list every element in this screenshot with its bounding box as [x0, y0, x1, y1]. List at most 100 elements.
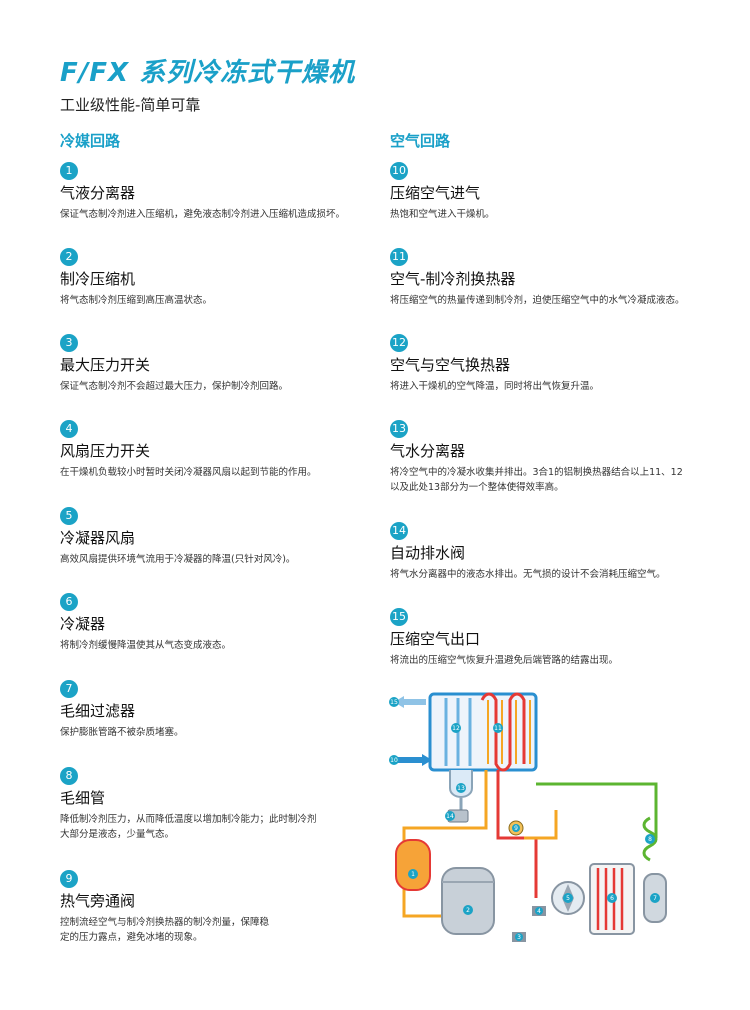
callout-badge — [493, 723, 503, 733]
number-badge: 8 — [60, 767, 78, 785]
item-description: 将进入干燥机的空气降温，同时将出气恢复升温。 — [390, 381, 600, 392]
list-item: 1 气液分离器 保证气态制冷剂进入压缩机，避免液态制冷剂进入压缩机造成损坏。 — [60, 162, 380, 222]
hot-gas-line — [496, 770, 538, 898]
capillary-tube-coil — [642, 816, 658, 862]
callout-12: 12 — [452, 725, 460, 732]
number-badge: 2 — [60, 248, 78, 266]
item-description: 在干燥机负载较小时暂时关闭冷凝器风扇以起到节能的作用。 — [60, 467, 317, 478]
item-title: 冷凝器 — [60, 615, 106, 633]
number-badge: 7 — [60, 680, 78, 698]
callout-badge — [445, 811, 455, 821]
item-title: 热气旁通阀 — [60, 892, 136, 910]
callout-badge — [535, 907, 543, 915]
callout-badge — [650, 893, 660, 903]
list-item: 6 冷凝器 将制冷剂缓慢降温使其从气态变成液态。 — [60, 593, 380, 653]
callout-badge — [389, 755, 399, 765]
list-item: 8 毛细管 降低制冷剂压力，从而降低温度以增加制冷能力；此时制冷剂大部分是液态，… — [60, 767, 320, 842]
item-description: 将压缩空气的热量传递到制冷剂，迫使压缩空气中的水气冷凝成液态。 — [390, 295, 685, 306]
callout-badge — [463, 905, 473, 915]
item-title: 空气-制冷剂换热器 — [390, 270, 516, 288]
callout-badge — [645, 834, 655, 844]
number-badge: 1 — [60, 162, 78, 180]
item-title: 风扇压力开关 — [60, 442, 151, 460]
capillary-line — [536, 782, 658, 838]
number-badge: 13 — [390, 420, 408, 438]
item-description: 保证气态制冷剂不会超过最大压力，保护制冷剂回路。 — [60, 381, 289, 392]
item-title: 空气与空气换热器 — [390, 356, 511, 374]
callout-15: 15 — [390, 699, 398, 706]
item-title: 压缩空气出口 — [390, 630, 481, 648]
item-description: 将气态制冷剂压缩到高压高温状态。 — [60, 295, 213, 306]
item-title: 压缩空气进气 — [390, 184, 481, 202]
item-description: 将冷空气中的冷凝水收集并排出。3合1的铝制换热器结合以上11、12以及此处13部… — [390, 467, 683, 493]
callout-7: 7 — [653, 895, 657, 902]
callout-badge — [389, 697, 399, 707]
callout-8: 8 — [648, 836, 652, 843]
section-title-refrigerant-circuit: 冷媒回路 — [60, 132, 121, 150]
list-item: 14 自动排水阀 将气水分离器中的液态水排出。无气损的设计不会消耗压缩空气。 — [390, 522, 720, 582]
callout-1: 1 — [411, 871, 415, 878]
callout-badge — [607, 893, 617, 903]
callout-badge — [563, 893, 573, 903]
liquid-separator — [395, 839, 431, 891]
item-description: 控制流经空气与制冷剂换热器的制冷剂量，保障稳定的压力露点，避免冰堵的现象。 — [60, 917, 270, 943]
list-item: 11 空气-制冷剂换热器 将压缩空气的热量传递到制冷剂，迫使压缩空气中的水气冷凝… — [390, 248, 720, 308]
number-badge: 12 — [390, 334, 408, 352]
item-title: 冷凝器风扇 — [60, 529, 136, 547]
list-item: 13 气水分离器 将冷空气中的冷凝水收集并排出。3合1的铝制换热器结合以上11、… — [390, 420, 690, 495]
list-item: 9 热气旁通阀 控制流经空气与制冷剂换热器的制冷剂量，保障稳定的压力露点，避免冰… — [60, 870, 270, 945]
number-badge: 15 — [390, 608, 408, 626]
item-title: 气液分离器 — [60, 184, 136, 202]
item-title: 气水分离器 — [390, 442, 466, 460]
callout-3: 3 — [517, 934, 521, 941]
number-badge: 4 — [60, 420, 78, 438]
callout-badge — [456, 783, 466, 793]
item-description: 将流出的压缩空气恢复升温避免后端管路的结露出现。 — [390, 655, 619, 666]
number-badge: 3 — [60, 334, 78, 352]
callout-11: 11 — [494, 725, 502, 732]
callout-2: 2 — [466, 907, 470, 914]
callout-badge — [451, 723, 461, 733]
callout-14: 14 — [446, 813, 454, 820]
item-description: 将制冷剂缓慢降温使其从气态变成液态。 — [60, 640, 232, 651]
page-title: F/FX 系列冷冻式干燥机 — [60, 58, 356, 88]
number-badge: 9 — [60, 870, 78, 888]
item-description: 保护膨胀管路不被杂质堵塞。 — [60, 727, 184, 738]
item-description: 将气水分离器中的液态水排出。无气损的设计不会消耗压缩空气。 — [390, 569, 666, 580]
list-item: 4 风扇压力开关 在干燥机负载较小时暂时关闭冷凝器风扇以起到节能的作用。 — [60, 420, 380, 480]
list-item: 10 压缩空气进气 热饱和空气进入干燥机。 — [390, 162, 720, 222]
page-subtitle: 工业级性能-简单可靠 — [60, 96, 201, 114]
item-description: 高效风扇提供环境气流用于冷凝器的降温(只针对风冷)。 — [60, 554, 296, 565]
list-item: 5 冷凝器风扇 高效风扇提供环境气流用于冷凝器的降温(只针对风冷)。 — [60, 507, 380, 567]
refrigerant-coil — [480, 692, 526, 772]
item-description: 降低制冷剂压力，从而降低温度以增加制冷能力；此时制冷剂大部分是液态，少量气态。 — [60, 814, 317, 840]
callout-9: 9 — [514, 825, 518, 832]
callout-13: 13 — [457, 785, 465, 792]
list-item: 2 制冷压缩机 将气态制冷剂压缩到高压高温状态。 — [60, 248, 380, 308]
callout-badge — [512, 824, 520, 832]
list-item: 15 压缩空气出口 将流出的压缩空气恢复升温避免后端管路的结露出现。 — [390, 608, 720, 668]
item-title: 最大压力开关 — [60, 356, 151, 374]
callout-4: 4 — [537, 908, 541, 915]
item-description: 保证气态制冷剂进入压缩机，避免液态制冷剂进入压缩机造成损坏。 — [60, 209, 346, 220]
number-badge: 11 — [390, 248, 408, 266]
callout-badge — [515, 933, 523, 941]
callout-badge — [408, 869, 418, 879]
number-badge: 6 — [60, 593, 78, 611]
air-inlet-arrow-icon — [422, 754, 432, 766]
callout-10: 10 — [390, 757, 398, 764]
item-title: 毛细过滤器 — [60, 702, 136, 720]
compressor — [441, 867, 495, 935]
item-title: 自动排水阀 — [390, 544, 466, 562]
item-title: 制冷压缩机 — [60, 270, 136, 288]
condenser-coils — [596, 868, 624, 930]
item-title: 毛细管 — [60, 789, 106, 807]
bypass-line — [524, 810, 558, 840]
dryer-flow-diagram: 15 12 11 10 13 14 9 1 2 3 4 5 6 — [386, 688, 686, 958]
number-badge: 14 — [390, 522, 408, 540]
callout-5: 5 — [566, 895, 570, 902]
list-item: 3 最大压力开关 保证气态制冷剂不会超过最大压力，保护制冷剂回路。 — [60, 334, 380, 394]
refrigerant-coil-warm — [487, 700, 531, 764]
suction-to-compressor-line — [402, 878, 446, 918]
number-badge: 5 — [60, 507, 78, 525]
